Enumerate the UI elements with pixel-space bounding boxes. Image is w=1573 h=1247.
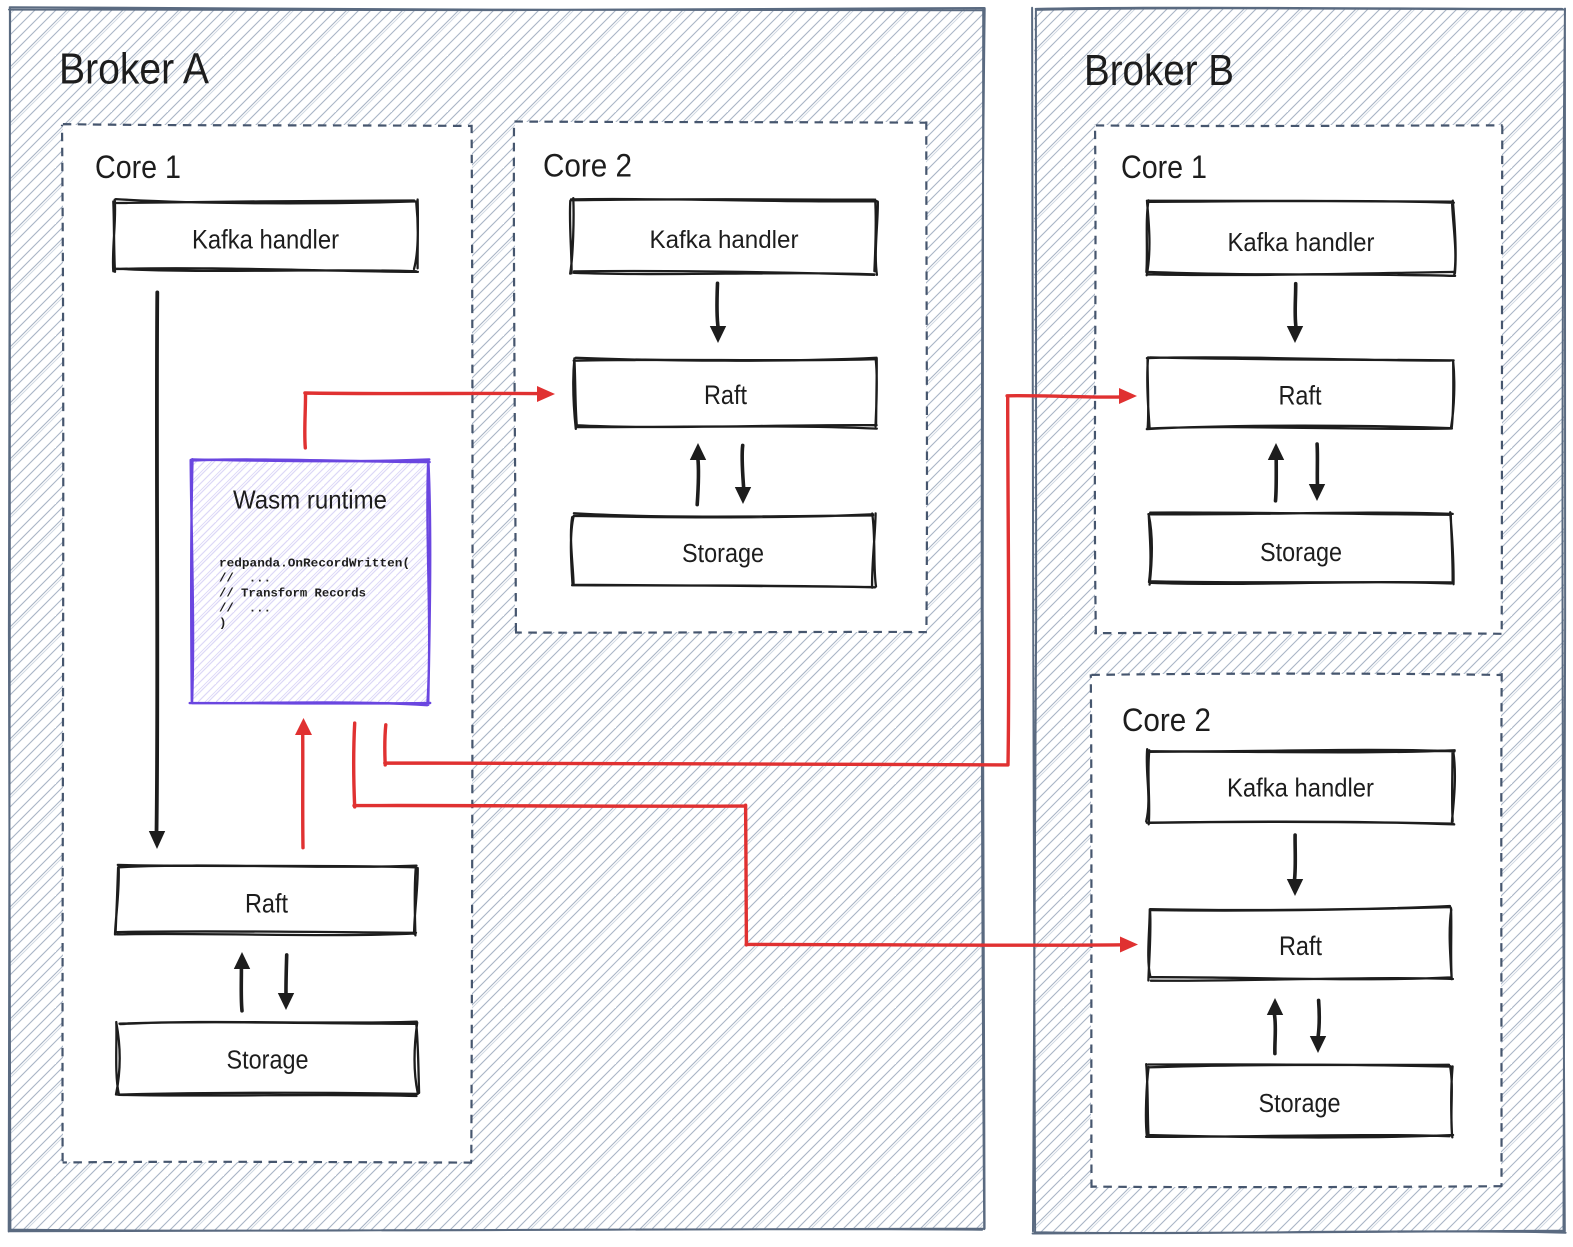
svg-text:// Transform Records: // Transform Records	[219, 587, 366, 601]
svg-text:Raft: Raft	[1279, 931, 1322, 961]
svg-text:Storage: Storage	[227, 1047, 309, 1075]
svg-text:Kafka handler: Kafka handler	[1227, 773, 1374, 803]
svg-text:Broker B: Broker B	[1084, 47, 1234, 95]
svg-text:Broker A: Broker A	[59, 46, 209, 94]
svg-text:Storage: Storage	[1259, 1090, 1341, 1118]
svg-text:Kafka handler: Kafka handler	[650, 226, 800, 254]
svg-text:Kafka handler: Kafka handler	[192, 225, 339, 255]
svg-text:Raft: Raft	[1279, 381, 1322, 411]
svg-text:// ...: // ...	[219, 602, 271, 616]
svg-text:Storage: Storage	[1260, 539, 1342, 567]
svg-text:redpanda.OnRecordWritten(: redpanda.OnRecordWritten(	[219, 557, 410, 571]
svg-text:Wasm runtime: Wasm runtime	[233, 485, 387, 515]
svg-text:Raft: Raft	[245, 888, 288, 918]
svg-text:// ...: // ...	[219, 572, 271, 586]
svg-text:Core 2: Core 2	[543, 148, 632, 184]
svg-text:Kafka handler: Kafka handler	[1228, 227, 1375, 257]
svg-text:Core 2: Core 2	[1122, 702, 1211, 738]
svg-text:Core 1: Core 1	[95, 149, 181, 185]
svg-text:Storage: Storage	[682, 540, 764, 568]
svg-text:Core 1: Core 1	[1121, 149, 1207, 185]
svg-text:Raft: Raft	[704, 380, 747, 410]
svg-text:): )	[219, 617, 226, 631]
